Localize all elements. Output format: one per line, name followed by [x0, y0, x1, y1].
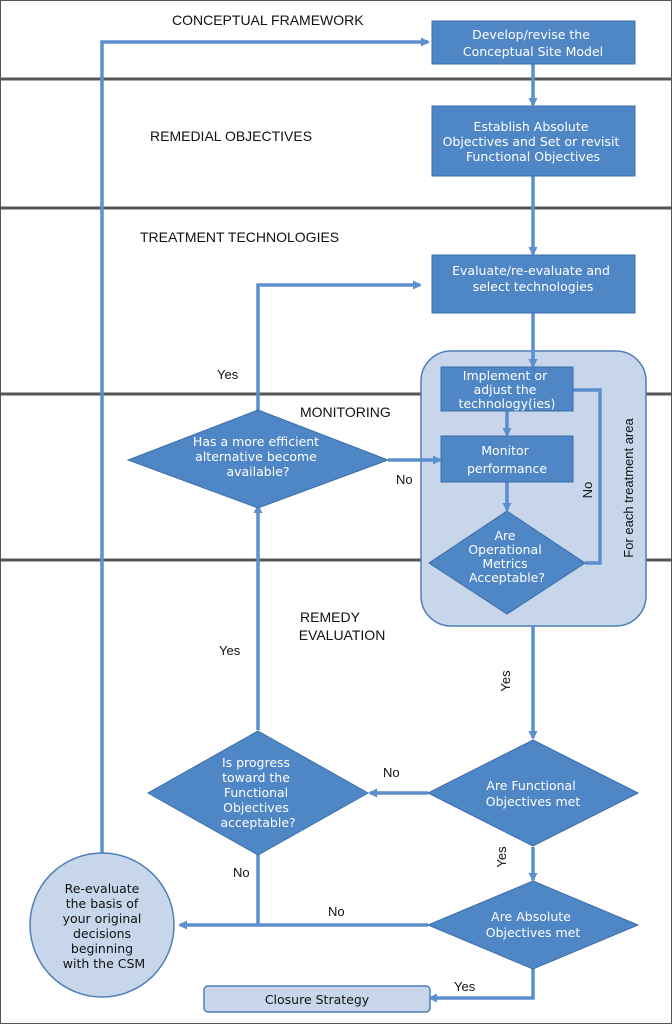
reevaluate-line-6: with the CSM	[63, 956, 145, 971]
reevaluate-line-4: decisions	[73, 926, 131, 941]
establish-objectives-line-2: Objectives and Set or revisit	[443, 134, 620, 149]
node-implement: Implement or adjust the technology(ies)	[440, 366, 574, 412]
svg-text:Is progress toward the: Is progress toward the Functional Object…	[220, 755, 295, 830]
implement-box	[440, 366, 574, 412]
section-label-remedial-objectives: REMEDIAL OBJECTIVES	[150, 128, 312, 144]
node-closure-strategy: Closure Strategy	[203, 985, 431, 1013]
progress-acceptable-line-1: Is progress	[222, 755, 290, 770]
efficient-alternative-line-2: alternative become	[195, 449, 317, 464]
operational-metrics-diamond	[428, 510, 586, 615]
svg-text:Implement or adjust the: Implement or adjust the technology(ies)	[459, 368, 556, 411]
node-develop-csm: Develop/revise the Conceptual Site Model	[431, 20, 636, 65]
closure-strategy-box	[203, 985, 431, 1013]
reevaluate-line-3: your original	[63, 911, 142, 926]
establish-objectives-line-3: Functional Objectives	[466, 149, 600, 164]
node-establish-objectives: Establish Absolute Objectives and Set or…	[431, 105, 636, 177]
decision-efficient-alternative: Has a more efficient alternative become …	[126, 409, 390, 509]
svg-text:Establish Absolute Objec: Establish Absolute Objectives and Set or…	[443, 119, 624, 164]
decision-progress-acceptable: Is progress toward the Functional Object…	[146, 730, 370, 856]
section-label-conceptual-framework: CONCEPTUAL FRAMEWORK	[172, 12, 364, 28]
section-label-treatment-technologies: TREATMENT TECHNOLOGIES	[140, 229, 339, 245]
label-yes-progress: Yes	[219, 643, 241, 658]
section-label-monitoring: MONITORING	[300, 404, 391, 420]
arrow-alternative-yes	[256, 280, 422, 411]
svg-text:Develop/revise the Conce: Develop/revise the Conceptual Site Model	[463, 27, 603, 59]
operational-metrics-line-1: Are	[494, 528, 515, 543]
progress-acceptable-line-4: Objectives	[223, 800, 289, 815]
progress-acceptable-line-3: Functional	[224, 785, 288, 800]
operational-metrics-line-4: Acceptable?	[469, 570, 545, 585]
section-label-remedy: REMEDY	[300, 609, 361, 625]
operational-metrics-line-3: Metrics	[482, 556, 527, 571]
reevaluate-line-1: Re-evaluate	[65, 881, 140, 896]
node-evaluate-technologies: Evaluate/re-evaluate and select technolo…	[431, 254, 636, 314]
label-no-alternative: No	[396, 472, 413, 487]
closure-strategy-label: Closure Strategy	[265, 992, 370, 1007]
monitor-line-2: performance	[467, 461, 547, 476]
svg-text:Re-evaluate the basis of: Re-evaluate the basis of your original d…	[63, 881, 146, 971]
develop-csm-box	[431, 20, 636, 65]
absolute-met-line-2: Objectives met	[486, 925, 581, 940]
svg-text:Monitor performance: Monitor performance	[467, 443, 547, 476]
svg-text:Evaluate/re-evaluate and: Evaluate/re-evaluate and select technolo…	[452, 263, 614, 294]
establish-objectives-line-1: Establish Absolute	[474, 119, 589, 134]
label-yes-functional: Yes	[494, 846, 509, 868]
svg-text:Are Absolute Objectives: Are Absolute Objectives met	[486, 909, 581, 940]
label-no-progress: No	[233, 865, 250, 880]
efficient-alternative-line-1: Has a more efficient	[193, 434, 319, 449]
implement-line-1: Implement or	[463, 368, 548, 383]
monitor-line-1: Monitor	[481, 443, 529, 458]
svg-text:Are Operational Me: Are Operational Metrics Acceptable?	[468, 528, 545, 585]
absolute-met-diamond	[426, 880, 640, 970]
evaluate-technologies-box	[431, 254, 636, 314]
functional-met-diamond	[426, 739, 640, 847]
label-no-metrics: No	[580, 482, 595, 499]
progress-acceptable-line-5: acceptable?	[220, 815, 295, 830]
implement-line-3: technology(ies)	[459, 396, 556, 411]
progress-acceptable-diamond	[146, 730, 370, 856]
label-no-functional: No	[383, 765, 400, 780]
monitor-box	[440, 435, 574, 483]
functional-met-line-1: Are Functional	[486, 778, 575, 793]
svg-text:Are Functional Objective: Are Functional Objectives met	[486, 778, 581, 809]
label-no-absolute: No	[328, 904, 345, 919]
reevaluate-circle	[29, 852, 175, 998]
svg-text:Has a more efficient alt: Has a more efficient alternative become …	[193, 434, 323, 479]
label-yes-alternative: Yes	[217, 367, 239, 382]
section-label-evaluation: EVALUATION	[299, 627, 386, 643]
arrow-reevaluate-to-csm	[100, 37, 430, 862]
progress-acceptable-line-2: toward the	[222, 770, 290, 785]
develop-csm-line-2: Conceptual Site Model	[463, 44, 603, 59]
label-yes-absolute: Yes	[454, 979, 476, 994]
absolute-met-line-1: Are Absolute	[491, 909, 571, 924]
decision-absolute-met: Are Absolute Objectives met	[426, 880, 640, 970]
decision-functional-met: Are Functional Objectives met	[426, 739, 640, 847]
label-yes-metrics: Yes	[498, 670, 513, 692]
arrow-absolute-yes	[428, 968, 535, 1003]
establish-objectives-box	[431, 105, 636, 177]
decision-operational-metrics: Are Operational Metrics Acceptable?	[428, 510, 586, 615]
treatment-area-label: For each treatment area	[621, 418, 636, 558]
functional-met-line-2: Objectives met	[486, 794, 581, 809]
node-reevaluate: Re-evaluate the basis of your original d…	[29, 852, 175, 998]
efficient-alternative-diamond	[126, 409, 390, 509]
operational-metrics-line-2: Operational	[468, 542, 541, 557]
develop-csm-line-1: Develop/revise the	[472, 27, 590, 42]
implement-line-2: adjust the	[474, 382, 537, 397]
efficient-alternative-line-3: available?	[226, 464, 289, 479]
connectors	[100, 37, 602, 1003]
node-monitor-performance: Monitor performance	[440, 435, 574, 483]
evaluate-technologies-line-2: select technologies	[473, 279, 594, 294]
reevaluate-line-5: beginning	[71, 941, 133, 956]
reevaluate-line-2: the basis of	[66, 896, 139, 911]
evaluate-technologies-line-1: Evaluate/re-evaluate and	[452, 263, 610, 278]
